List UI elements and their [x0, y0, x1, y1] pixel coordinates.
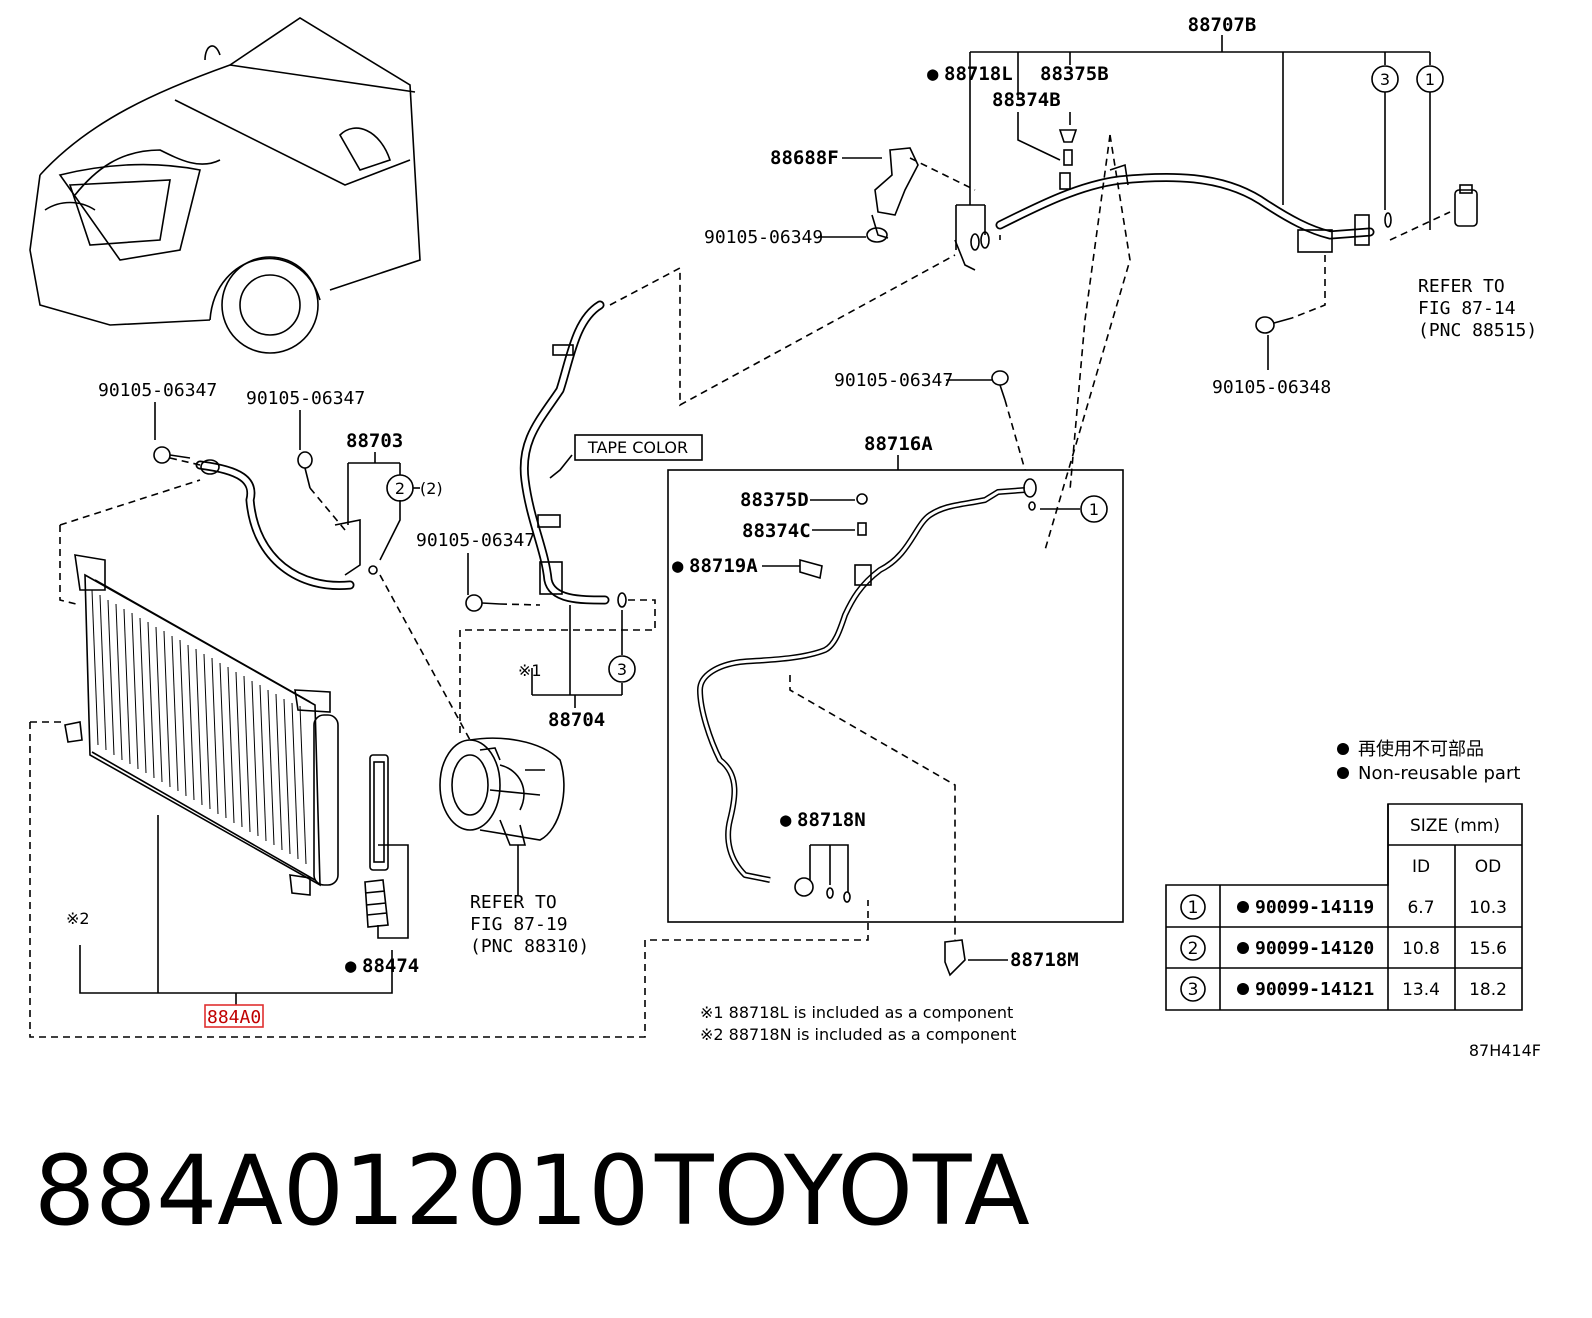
table-row3-part: 90099-14121: [1255, 979, 1374, 1000]
footnote-2: ※2 88718N is included as a component: [700, 1025, 1016, 1044]
ref87-19-line1: REFER TO: [470, 892, 557, 913]
refer-fig-87-14: REFER TO FIG 87-14 (PNC 88515): [1418, 276, 1537, 341]
label-88474-bullet: ●: [345, 955, 357, 977]
label-88718n: 88718N: [797, 809, 866, 831]
table-row1-mark: 1: [1188, 898, 1199, 918]
label-88718m: 88718M: [1010, 949, 1079, 971]
pipe-88716a: [667, 370, 1124, 977]
legend-jp: 再使用不可部品: [1358, 739, 1484, 760]
car-front-sketch: [29, 17, 421, 354]
label-90105-06347-d: 90105-06347: [834, 370, 953, 391]
legend: 再使用不可部品 Non-reusable part: [1337, 739, 1520, 784]
table-header-od: OD: [1475, 857, 1501, 877]
ref87-19-line3: (PNC 88310): [470, 936, 589, 957]
ref87-14-line3: (PNC 88515): [1418, 320, 1537, 341]
label-88716a: 88716A: [864, 433, 933, 455]
label-88688f: 88688F: [770, 147, 839, 169]
table-row3-mark: 3: [1188, 980, 1199, 1000]
part-labels: 88707B ● 88718L 88375B 88374B 88688F 901…: [66, 14, 1331, 1028]
table-row2-od: 15.6: [1469, 939, 1507, 959]
table-row3-od: 18.2: [1469, 980, 1507, 1000]
label-90105-06348: 90105-06348: [1212, 377, 1331, 398]
caption-brand: TOYOTA: [654, 1135, 1030, 1247]
label-88704: 88704: [548, 709, 605, 731]
label-88474: 88474: [362, 955, 419, 977]
tape-color-label: TAPE COLOR: [587, 438, 688, 457]
table-row2-mark: 2: [1188, 939, 1199, 959]
leaders-condenser: [29, 721, 869, 1038]
mark-paren-2: (2): [420, 479, 443, 498]
label-90105-06347-c: 90105-06347: [416, 530, 535, 551]
size-table: SIZE (mm) ID OD 1 90099-14119 6.7 10.3 2…: [1165, 803, 1523, 1011]
label-88719a-bullet: ●: [672, 555, 684, 577]
leaders-top: [818, 35, 1451, 551]
ref87-14-line2: FIG 87-14: [1418, 298, 1516, 319]
label-884a0[interactable]: 884A0: [207, 1007, 261, 1028]
table-header-size: SIZE (mm): [1410, 816, 1500, 836]
table-row1-part: 90099-14119: [1255, 897, 1374, 918]
mark-3-top: 3: [1380, 70, 1390, 89]
highlight-box-884a0: [204, 1004, 264, 1028]
label-88718l-bullet: ●: [927, 63, 939, 85]
note2-mark: ※2: [66, 909, 90, 928]
label-88703: 88703: [346, 430, 403, 452]
mark-2-left: 2: [395, 479, 405, 498]
mark-3-mid: 3: [617, 660, 627, 679]
label-90105-06349: 90105-06349: [704, 227, 823, 248]
leaders-88716a: [762, 379, 1080, 961]
label-88707b: 88707B: [1188, 14, 1257, 36]
note1-mark: ※1: [518, 661, 542, 680]
figure-code: 87H414F: [1469, 1041, 1541, 1060]
label-88719a: 88719A: [689, 555, 758, 577]
table-row1-od: 10.3: [1469, 898, 1507, 918]
label-90105-06347-a: 90105-06347: [98, 380, 217, 401]
leaders-left: [59, 254, 956, 741]
ref87-19-line2: FIG 87-19: [470, 914, 568, 935]
table-row1-id: 6.7: [1407, 898, 1434, 918]
label-88375b: 88375B: [1040, 63, 1109, 85]
label-88718n-bullet: ●: [780, 809, 792, 831]
hoses-left: [153, 300, 627, 612]
label-88374c: 88374C: [742, 520, 811, 542]
legend-en: Non-reusable part: [1358, 763, 1520, 784]
mark-1-top: 1: [1425, 70, 1435, 89]
compressor: [439, 737, 565, 895]
mark-1-right: 1: [1089, 500, 1099, 519]
table-header-id: ID: [1412, 857, 1430, 877]
caption-part-number: 884A012010: [34, 1135, 649, 1247]
footnote-1: ※1 88718L is included as a component: [700, 1003, 1013, 1022]
hose-88707b: [866, 129, 1478, 334]
table-row2-id: 10.8: [1402, 939, 1440, 959]
label-88718l: 88718L: [944, 63, 1013, 85]
label-90105-06347-b: 90105-06347: [246, 388, 365, 409]
table-row2-part: 90099-14120: [1255, 938, 1374, 959]
circle-marks: 3 1 2 (2) 3 1: [386, 65, 1444, 683]
tape-color-box: [574, 434, 703, 461]
ref87-14-line1: REFER TO: [1418, 276, 1505, 297]
table-row3-id: 13.4: [1402, 980, 1440, 1000]
condenser-assembly: [64, 554, 389, 928]
label-88375d: 88375D: [740, 489, 809, 511]
label-88374b: 88374B: [992, 89, 1061, 111]
refer-fig-87-19: REFER TO FIG 87-19 (PNC 88310): [470, 892, 589, 957]
